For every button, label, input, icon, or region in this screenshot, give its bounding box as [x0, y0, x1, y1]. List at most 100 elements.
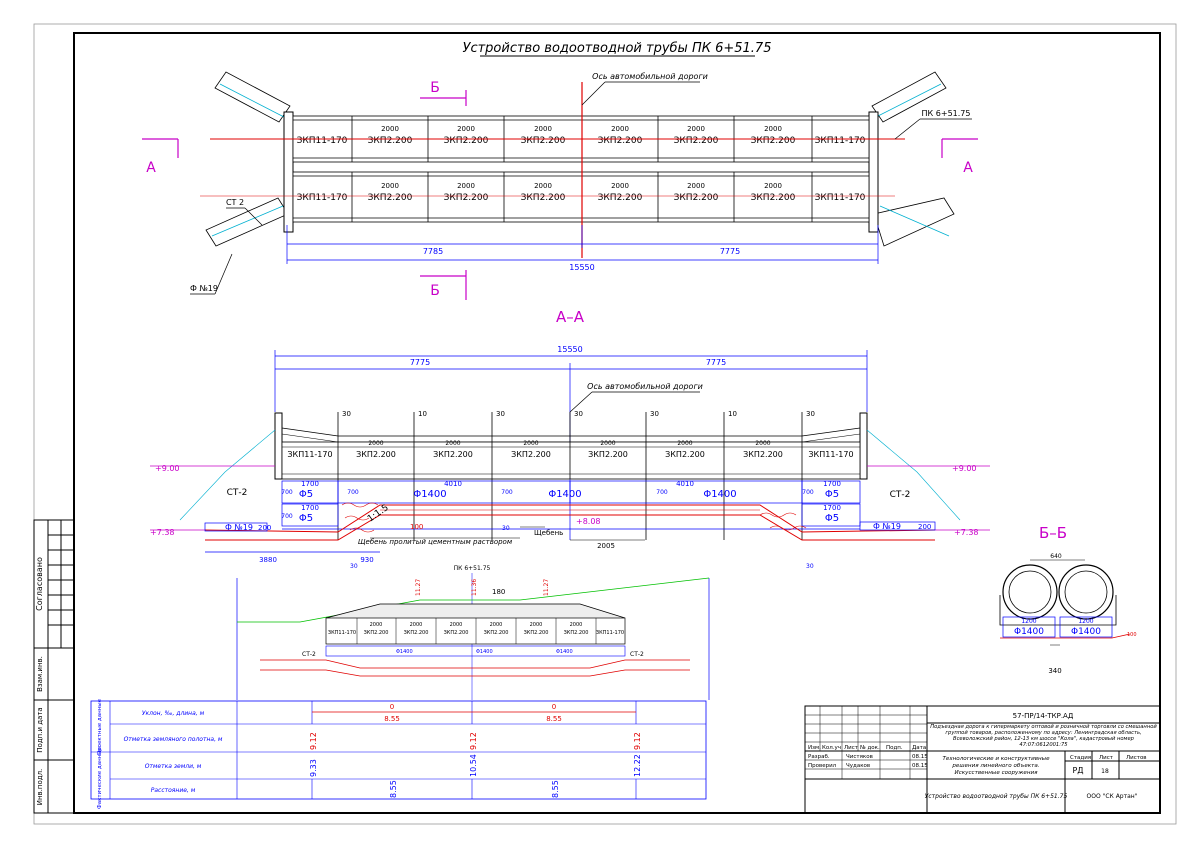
aa-dim: 100: [410, 523, 423, 531]
aa-level-bottom-right: +7.38: [954, 528, 979, 537]
plan-block-label: ЗКП2.200: [368, 193, 413, 203]
profile-pipe: [325, 617, 626, 645]
profile: ПК 6+51.75 11.27 11.36 11.27 180 ЗКП11-1…: [236, 565, 710, 700]
plan-block-length: 2000: [611, 125, 629, 133]
section-bb: 640 1200 1200 Φ1400 Φ1400 100 340: [999, 553, 1137, 675]
drawing-title: Устройство водоотводной трубы ПК 6+51.75: [463, 41, 772, 56]
profile-diam: Φ1400: [476, 649, 493, 655]
aa-gap: 30: [342, 410, 351, 418]
aa-gap: 30: [806, 563, 814, 570]
aa-level-top-left: +9.00: [155, 464, 180, 473]
plan-block-label: ЗКП2.200: [751, 193, 796, 203]
plan-block-length: 2000: [687, 182, 705, 190]
aa-dim: 700: [501, 489, 513, 496]
plan-block-label: ЗКП2.200: [521, 193, 566, 203]
tb-h-kol: Кол.уч: [822, 745, 841, 751]
aa-road-axis-label: Ось автомобильной дороги: [587, 382, 703, 391]
aa-dim: 2005: [597, 542, 615, 550]
plan-dimension-lines: [286, 225, 879, 264]
aa-dim: 1700: [301, 480, 319, 488]
leader: [581, 81, 606, 106]
bb-dim: 1200: [1078, 618, 1093, 625]
table-ground-val: 9.33: [309, 759, 318, 777]
aa-block-length: 2000: [368, 440, 383, 447]
section-b-label-top: Б: [430, 80, 440, 96]
plan-block-length: 2000: [611, 182, 629, 190]
section-a-label-right: А: [963, 160, 973, 176]
plan-block-label: ЗКП2.200: [444, 136, 489, 146]
aa-end-block-label: ЗКП11-170: [287, 450, 332, 459]
aa-diam: Φ1400: [548, 489, 581, 500]
table-slope-val: 0: [552, 703, 556, 711]
bb-dim: 340: [1048, 667, 1061, 675]
table-ground-val: 10.54: [469, 754, 478, 777]
table-group-project: Проектные данные: [97, 698, 103, 755]
table-dist-val: 8.55: [551, 780, 560, 798]
plan-block-label: ЗКП2.200: [368, 136, 413, 146]
aa-level-top-right: +9.00: [952, 464, 977, 473]
profile-block-len: 2000: [410, 622, 423, 628]
aa-diam: Φ1400: [703, 489, 736, 500]
profile-block-len: 2000: [490, 622, 503, 628]
aa-dim: 1700: [823, 504, 841, 512]
bb-dim: 100: [1127, 632, 1137, 638]
table-subgrade-val: 9.12: [309, 732, 318, 750]
tb-code: 57-ПР/14-ТКР.АД: [1013, 712, 1074, 720]
tb-project-desc: Подъездная дорога к гипермаркету оптовой…: [930, 724, 1157, 748]
aa-dim: 4010: [676, 480, 694, 488]
plan-block-length: 2000: [764, 125, 782, 133]
aa-diam-small: Φ5: [825, 489, 839, 500]
profile-block: ЗКП2.200: [364, 630, 389, 636]
tb-company: ООО "СК Артан": [1087, 793, 1138, 800]
profile-block-len: 2000: [530, 622, 543, 628]
tb-r-razrab: Разраб.: [808, 754, 830, 760]
tb-section-desc-box: Технологические и конструктивные решения…: [942, 756, 1049, 776]
section-bb-title: Б–Б: [1039, 524, 1067, 542]
aa-block-label: ЗКП2.200: [433, 450, 473, 459]
aa-dim: 930: [360, 556, 373, 564]
tb-name2: Чудаков: [846, 763, 870, 769]
aa-dim-total: 15550: [557, 345, 582, 354]
table-subgrade-val: 9.12: [633, 732, 642, 750]
plan-block-label: ЗКП2.200: [598, 193, 643, 203]
tb-h-sheets: Листов: [1126, 755, 1147, 761]
profile-pk: ПК 6+51.75: [454, 565, 491, 572]
plan-block-length: 2000: [381, 125, 399, 133]
stamp-sign-date: Подп.и дата: [36, 707, 44, 752]
profile-ground-line: [237, 577, 710, 623]
plan-end-block-label: ЗКП11-170: [297, 136, 348, 146]
plan-block-label: ЗКП2.200: [598, 136, 643, 146]
leader: [214, 253, 233, 295]
plan-endwall-left: [283, 111, 294, 233]
aa-f19-right: Ф №19: [873, 522, 901, 531]
profile-block-len: 2000: [570, 622, 583, 628]
plan-wingwalls: [205, 71, 955, 247]
plan-block-length: 2000: [764, 182, 782, 190]
profile-block-len: 2000: [450, 622, 463, 628]
table-row-subgrade: Отметка земляного полотна, м: [124, 736, 223, 743]
aa-gravel-label: Щебень: [534, 529, 563, 537]
table-slope-val: 0: [390, 703, 394, 711]
aa-headwall-right: [859, 412, 868, 480]
aa-diam-small: Φ5: [825, 513, 839, 524]
table-slope-len: 8.55: [384, 715, 400, 723]
aa-diam: Φ1400: [413, 489, 446, 500]
plan-end-block-label: ЗКП11-170: [297, 193, 348, 203]
plan-block-length: 2000: [381, 182, 399, 190]
plan-block-length: 2000: [687, 125, 705, 133]
bb-pipe-right: [1058, 564, 1114, 620]
profile-block: ЗКП11-170: [596, 630, 624, 636]
aa-block-length: 2000: [523, 440, 538, 447]
bb-pipe-left: [1002, 564, 1058, 620]
tb-date2: 08.15: [912, 763, 928, 769]
aa-gap: 30: [502, 525, 510, 532]
plan-dim-total: 15550: [569, 263, 594, 272]
tb-h-list: Лист: [844, 745, 859, 751]
side-stamp: [33, 519, 75, 814]
plan-block-label: ЗКП2.200: [444, 193, 489, 203]
plan-block-length: 2000: [534, 125, 552, 133]
aa-dim: 700: [347, 489, 359, 496]
leader: [244, 207, 263, 226]
plan-block-length: 2000: [534, 182, 552, 190]
aa-block-label: ЗКП2.200: [743, 450, 783, 459]
